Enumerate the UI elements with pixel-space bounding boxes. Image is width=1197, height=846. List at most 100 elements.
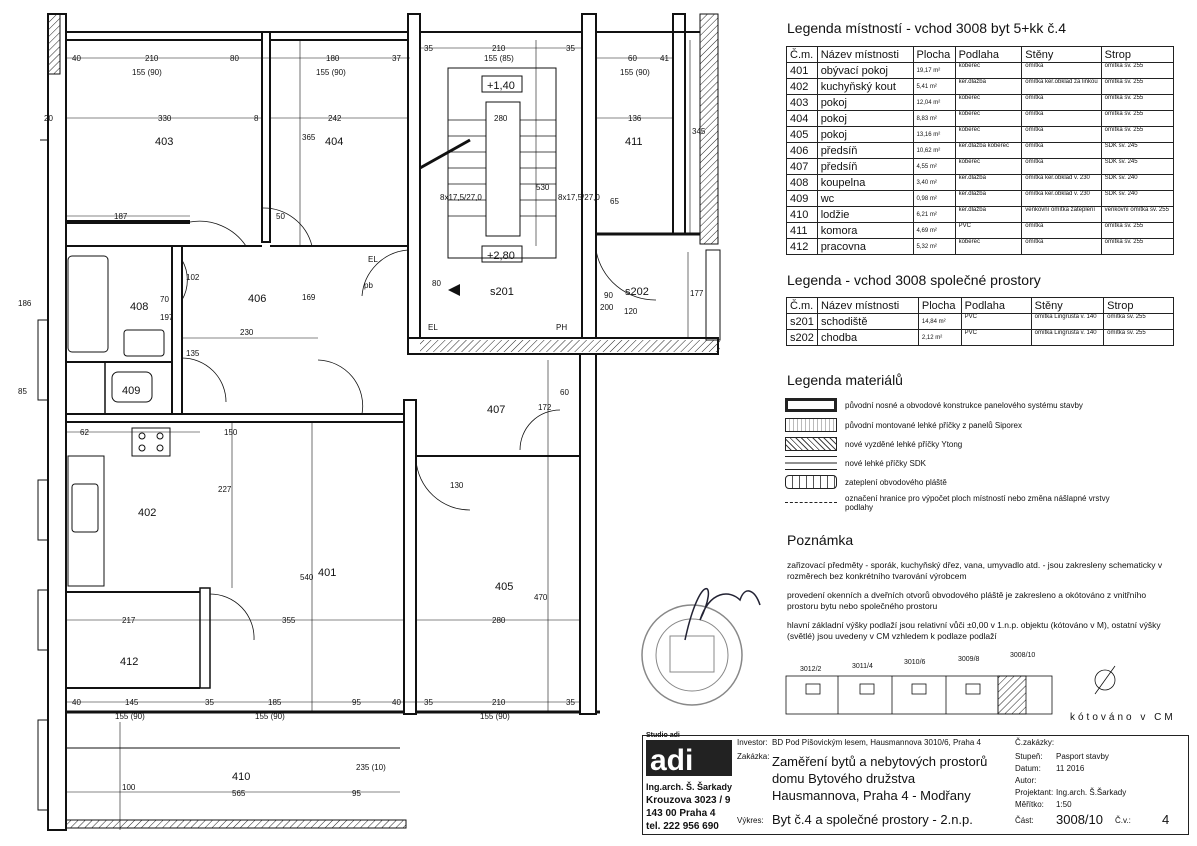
table-cell: 6,21 m² bbox=[912, 206, 956, 223]
table-cell: PVC bbox=[954, 222, 1023, 239]
table-cell: omítka bbox=[1021, 238, 1102, 255]
dim-top-5: 35 bbox=[424, 44, 433, 53]
material-row: označení hranice pro výpočet ploch místn… bbox=[785, 494, 1115, 512]
signature bbox=[684, 588, 761, 641]
level-label-lower: +2,80 bbox=[487, 250, 515, 262]
room-label-s201: s201 bbox=[490, 286, 514, 298]
staircase bbox=[447, 67, 557, 259]
dim-bottom-7: 210 bbox=[492, 698, 506, 707]
dim-bottom-10: 155 (90) bbox=[255, 712, 285, 721]
wall-col-2 bbox=[407, 13, 421, 355]
dim-top-2: 80 bbox=[230, 54, 239, 63]
dim-inner-280: 280 bbox=[492, 616, 506, 625]
dim-inner-242: 242 bbox=[328, 114, 342, 123]
dim-bottom-6: 35 bbox=[424, 698, 433, 707]
material-row: původní nosné a obvodové konstrukce pane… bbox=[785, 398, 1083, 412]
dim-top-10: 155 (90) bbox=[132, 68, 162, 77]
dim-inner-95: 95 bbox=[352, 789, 361, 798]
table-cell: omítka sv. 255 bbox=[1103, 313, 1174, 330]
dim-inner-217: 217 bbox=[122, 616, 136, 625]
col-header: Strop bbox=[1103, 297, 1174, 314]
tb-investor-label: Investor: bbox=[737, 738, 768, 747]
tb-date-label: Datum: bbox=[1015, 764, 1041, 773]
dim-top-3: 180 bbox=[326, 54, 340, 63]
title-block bbox=[642, 735, 1189, 835]
table-cell: ker.dlažba bbox=[954, 206, 1023, 223]
table-cell: omítka sv. 255 bbox=[1103, 329, 1174, 346]
room-label-408: 408 bbox=[130, 301, 148, 313]
table-cell: 4,55 m² bbox=[912, 158, 956, 175]
dim-top-13: 155 (90) bbox=[620, 68, 650, 77]
table-cell: 19,17 m² bbox=[912, 62, 956, 79]
tb-order-label: Č.zakázky: bbox=[1015, 738, 1055, 747]
wall-top-left bbox=[47, 13, 61, 75]
dim-inner-227: 227 bbox=[218, 485, 232, 494]
dim-top-7: 35 bbox=[566, 44, 575, 53]
room-label-412: 412 bbox=[120, 656, 138, 668]
col-header: Plocha bbox=[912, 46, 956, 63]
table-cell: 402 bbox=[786, 78, 818, 95]
table-cell: 403 bbox=[786, 94, 818, 111]
table-cell: omítka sv. 255 bbox=[1100, 238, 1175, 255]
table-cell: pokoj bbox=[816, 94, 914, 111]
table-cell: 2,12 m² bbox=[917, 329, 962, 346]
table-cell: koberec bbox=[954, 110, 1023, 127]
dim-inner-20: 20 bbox=[44, 114, 53, 123]
dim-bottom-5: 40 bbox=[392, 698, 401, 707]
tb-address-1: Krouzova 3023 / 9 bbox=[646, 795, 731, 806]
note-2: provedení okenních a dveřních otvorů obv… bbox=[787, 590, 1147, 611]
table-cell: omítka bbox=[1021, 222, 1102, 239]
kitchen-counter bbox=[67, 455, 105, 587]
architect-stamp bbox=[641, 604, 743, 706]
table-cell: obývací pokoj bbox=[816, 62, 914, 79]
table-cell: 404 bbox=[786, 110, 818, 127]
col-header: Stěny bbox=[1030, 297, 1105, 314]
wall-left bbox=[47, 13, 67, 831]
col-header: Stěny bbox=[1021, 46, 1102, 63]
dim-inner-85: 85 bbox=[18, 387, 27, 396]
svg-text:adi: adi bbox=[650, 744, 693, 777]
dim-bottom-3: 185 bbox=[268, 698, 282, 707]
table-cell: 408 bbox=[786, 174, 818, 191]
common-legend-title: Legenda - vchod 3008 společné prostory bbox=[787, 272, 1041, 288]
dim-bottom-4: 95 bbox=[352, 698, 361, 707]
dim-inner-330: 330 bbox=[158, 114, 172, 123]
dim-inner-187: 187 bbox=[114, 212, 128, 221]
room-label-410: 410 bbox=[232, 771, 250, 783]
table-cell: 406 bbox=[786, 142, 818, 159]
dim-top-1: 210 bbox=[145, 54, 159, 63]
toilet bbox=[111, 371, 153, 403]
table-cell: venkovní omítka zateplení bbox=[1021, 206, 1102, 223]
dim-bottom-9: 155 (90) bbox=[115, 712, 145, 721]
dim-inner-365: 365 bbox=[302, 133, 316, 142]
tb-cv-label: Č.v.: bbox=[1115, 816, 1131, 825]
table-cell: omítka Lingrusta v. 140 bbox=[1030, 329, 1105, 346]
common-legend-table: Č.m. Název místnosti Plocha Podlaha Stěn… bbox=[786, 297, 1174, 346]
table-cell: s201 bbox=[786, 313, 818, 330]
table-cell: 4,69 m² bbox=[912, 222, 956, 239]
dim-top-4: 37 bbox=[392, 54, 401, 63]
dim-inner-530: 530 bbox=[536, 183, 550, 192]
table-cell: koupelna bbox=[816, 174, 914, 191]
table-cell: lodžie bbox=[816, 206, 914, 223]
col-header: Strop bbox=[1100, 46, 1175, 63]
material-row: zateplení obvodového pláště bbox=[785, 475, 947, 489]
table-cell: SDK sv. 240 bbox=[1100, 190, 1175, 207]
mark-pb: pb bbox=[364, 281, 373, 290]
tb-stage-label: Stupeň: bbox=[1015, 752, 1043, 761]
dim-top-8: 60 bbox=[628, 54, 637, 63]
key-plan bbox=[785, 665, 1116, 715]
dim-bottom-2: 35 bbox=[205, 698, 214, 707]
note-1: zařizovací předměty - sporák, kuchyňský … bbox=[787, 560, 1163, 581]
table-cell: omítka sv. 255 bbox=[1100, 62, 1175, 79]
room-label-s202: s202 bbox=[625, 286, 649, 298]
room-label-407: 407 bbox=[487, 404, 505, 416]
material-row: nové vyzděné lehké příčky Ytong bbox=[785, 437, 962, 451]
material-label: zateplení obvodového pláště bbox=[845, 477, 947, 487]
rooms-legend-table: Č.m. Název místnosti Plocha Podlaha Stěn… bbox=[786, 46, 1175, 255]
